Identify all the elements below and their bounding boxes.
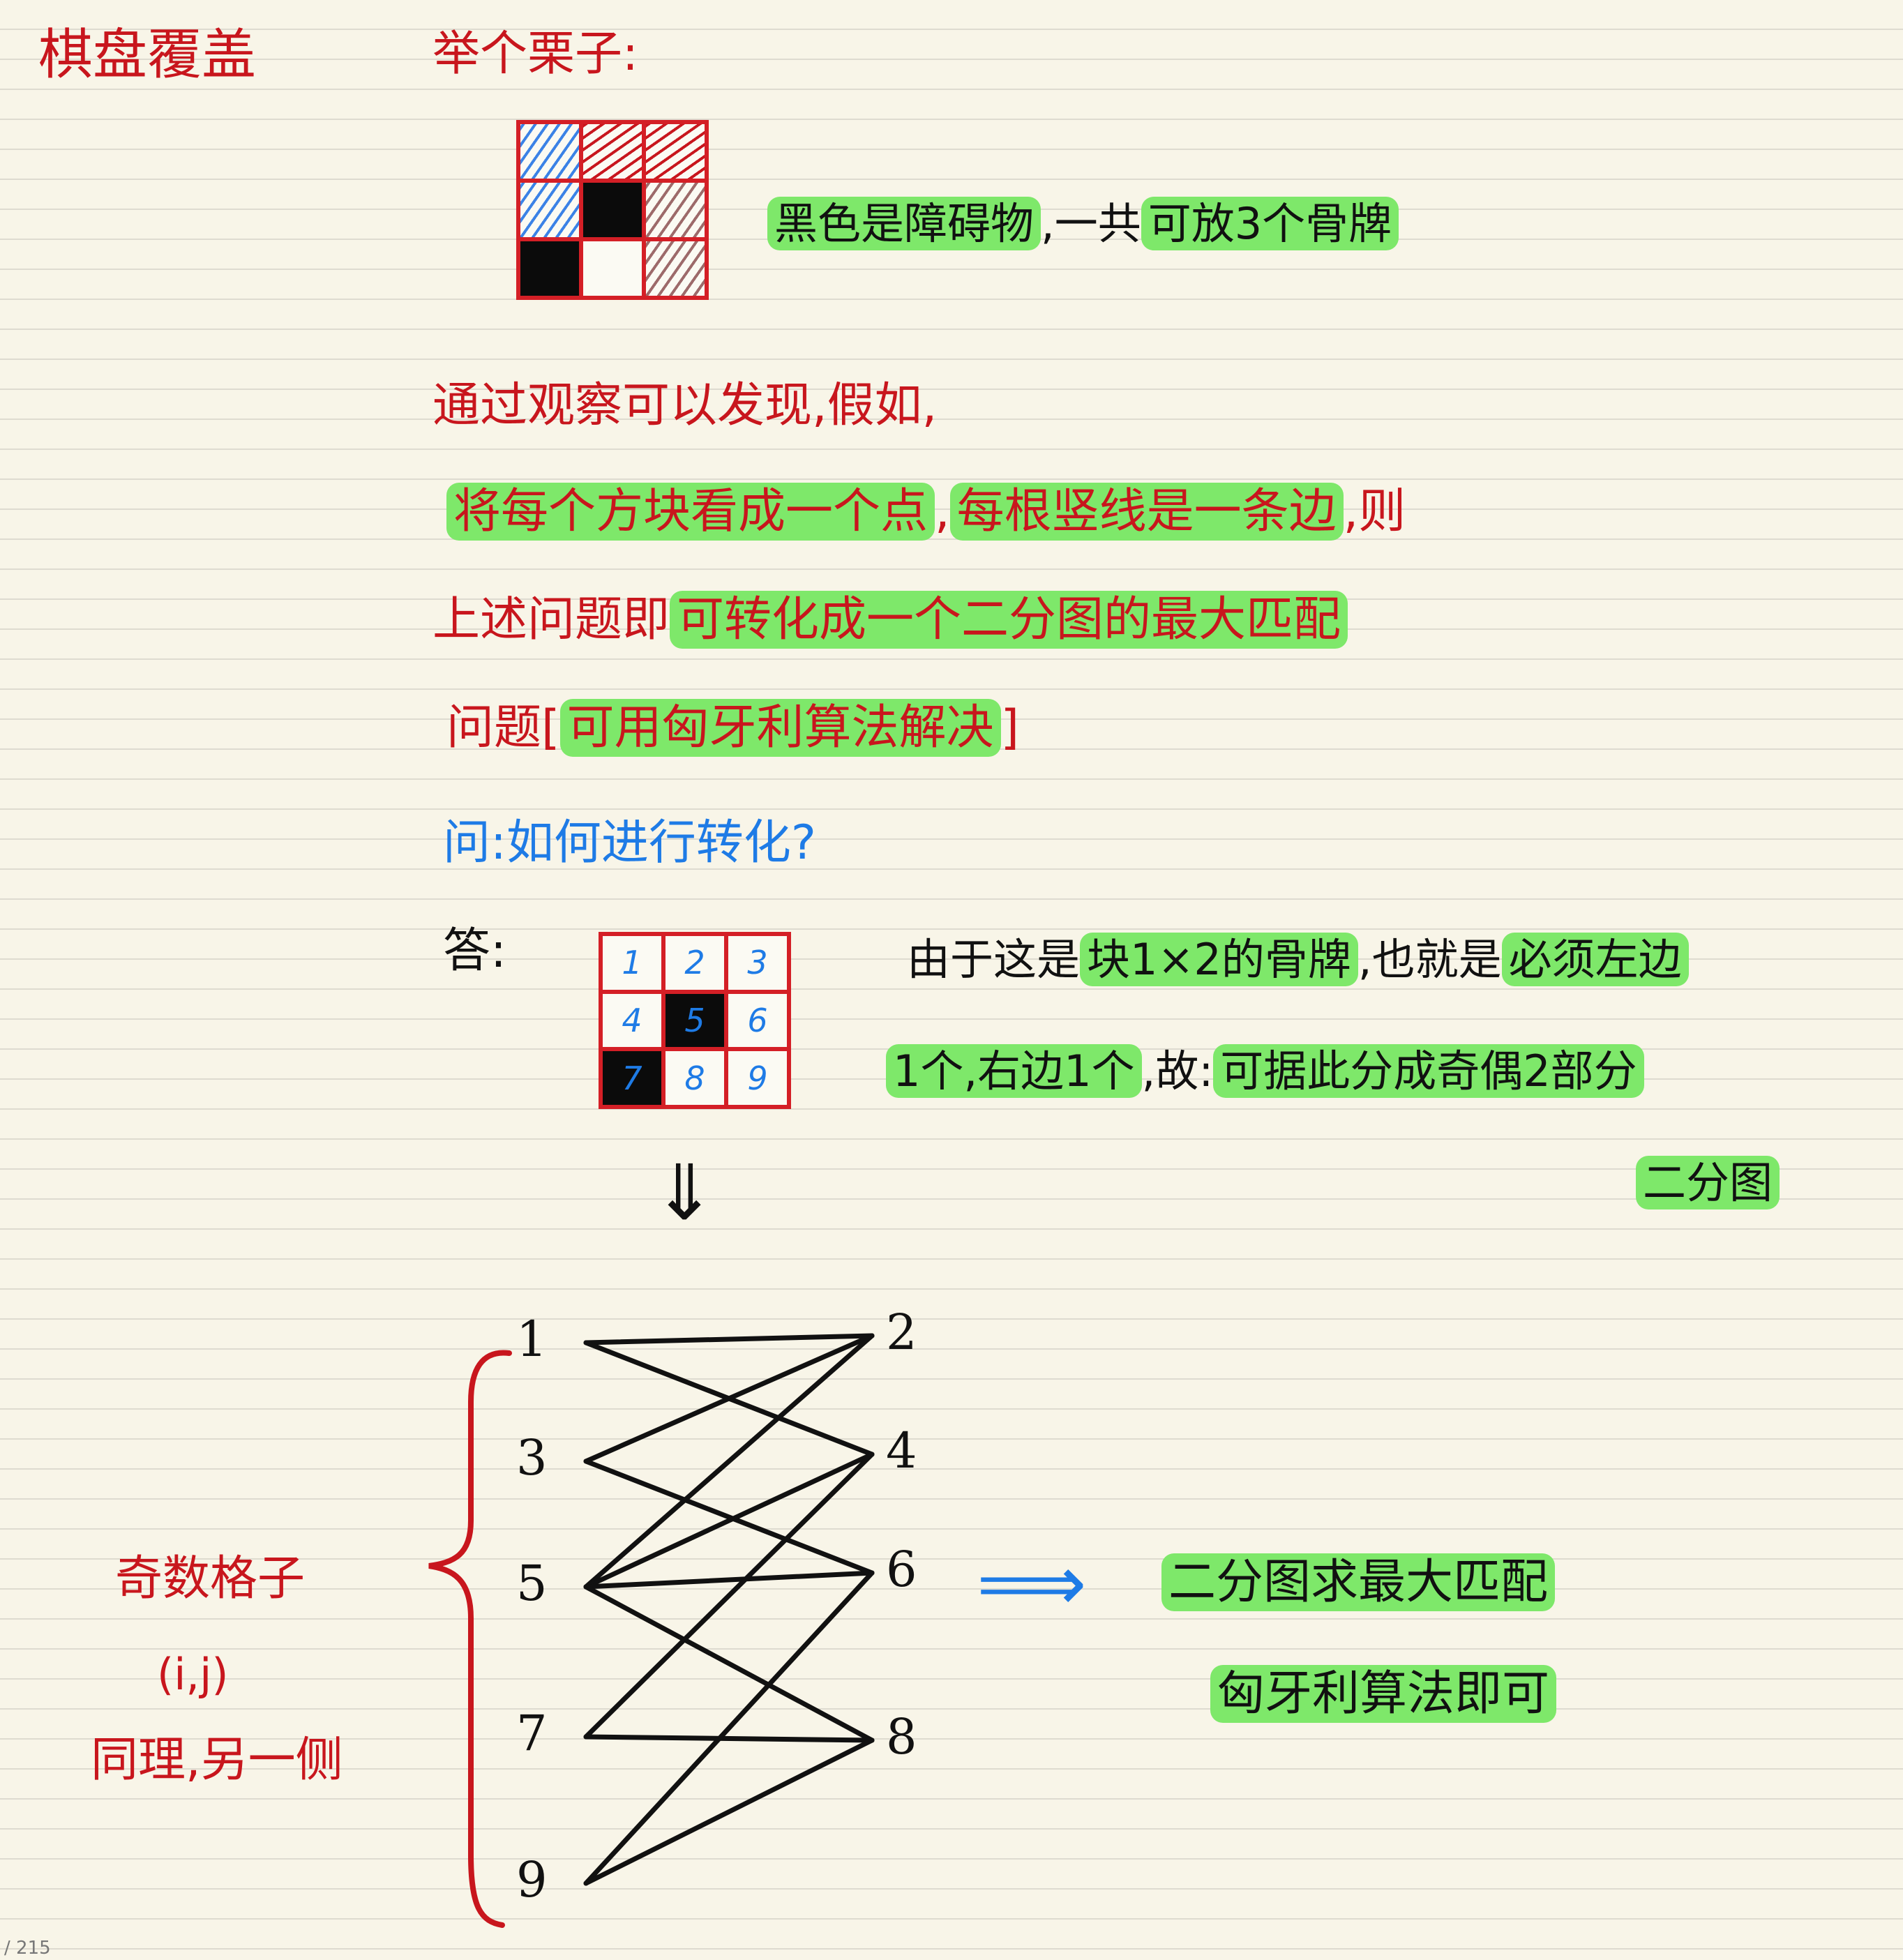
page-number: / 215 <box>4 1938 51 1959</box>
graph-node-6: 6 <box>886 1541 917 1598</box>
note-count: ,一共 <box>1041 198 1141 249</box>
down-arrow-icon: ⇓ <box>652 1148 717 1237</box>
graph-node-5: 5 <box>516 1555 548 1612</box>
para-line-4-end: ] <box>1000 700 1020 755</box>
board-cell <box>583 124 642 179</box>
board-cell <box>646 241 705 296</box>
left-note-2: (i,j) <box>157 1649 229 1700</box>
numbered-cell-3: 3 <box>728 936 787 990</box>
para-line-3-text: 上述问题即 <box>433 592 670 647</box>
explain-2b: ,故: <box>1141 1046 1214 1096</box>
explain-1b: 块1×2的骨牌 <box>1080 933 1358 986</box>
left-note-3: 同理,另一侧 <box>91 1733 343 1788</box>
example-label: 举个栗子: <box>433 27 638 82</box>
left-note-1: 奇数格子 <box>115 1551 306 1606</box>
explain-line-3: 二分图 <box>1636 1156 1780 1209</box>
para-line-4-hl: 可用匈牙利算法解决 <box>559 699 1001 757</box>
right-arrow-icon: ⟹ <box>977 1539 1087 1628</box>
numbered-cell-6: 6 <box>728 993 787 1048</box>
example-board <box>516 120 709 300</box>
result-line-1-hl: 二分图求最大匹配 <box>1161 1553 1556 1611</box>
numbered-cell-2: 2 <box>665 936 724 990</box>
para-line-2-sep: , <box>935 484 950 539</box>
para-line-3-hl: 可转化成一个二分图的最大匹配 <box>670 591 1348 649</box>
explain-1c: ,也就是 <box>1357 934 1502 985</box>
numbered-cell-4: 4 <box>603 993 661 1048</box>
board-cell <box>520 183 579 237</box>
result-line-1: 二分图求最大匹配 <box>1161 1553 1556 1611</box>
numbered-cell-5: 5 <box>665 993 724 1048</box>
para-line-2: 将每个方块看成一个点,每根竖线是一条边,则 <box>446 483 1406 541</box>
page-title: 棋盘覆盖 <box>38 24 257 86</box>
graph-edge-9-6 <box>583 1570 875 1886</box>
explain-2c: 可据此分成奇偶2部分 <box>1213 1044 1644 1098</box>
graph-node-3: 3 <box>516 1429 548 1486</box>
explain-1a: 由于这是 <box>907 934 1081 985</box>
question-text: 问:如何进行转化? <box>443 815 817 870</box>
numbered-cell-7: 7 <box>603 1051 661 1105</box>
answer-label: 答: <box>443 924 506 979</box>
graph-node-9: 9 <box>516 1851 548 1908</box>
graph-edge-7-8 <box>583 1734 875 1743</box>
para-line-4: 问题[可用匈牙利算法解决] <box>446 699 1019 757</box>
graph-edge-5-4 <box>583 1452 875 1590</box>
note-obstacle: 黑色是障碍物,一共可放3个骨牌 <box>767 197 1399 250</box>
graph-node-1: 1 <box>516 1311 548 1368</box>
result-line-2-hl: 匈牙利算法即可 <box>1210 1665 1557 1723</box>
explain-1d: 必须左边 <box>1501 933 1689 986</box>
graph-edge-3-2 <box>583 1333 875 1464</box>
graph-node-4: 4 <box>886 1422 917 1479</box>
explain-line-2: 1个,右边1个,故:可据此分成奇偶2部分 <box>886 1044 1644 1098</box>
para-line-2-end: ,则 <box>1343 484 1406 539</box>
board-cell <box>646 183 705 237</box>
graph-edge-5-6 <box>583 1570 875 1590</box>
para-line-4-text: 问题[ <box>446 700 560 755</box>
note-count-hl: 可放3个骨牌 <box>1141 197 1399 250</box>
graph-edge-3-6 <box>583 1458 875 1576</box>
graph-edge-5-2 <box>583 1333 875 1590</box>
result-line-2: 匈牙利算法即可 <box>1210 1665 1557 1723</box>
para-line-3: 上述问题即可转化成一个二分图的最大匹配 <box>433 591 1348 649</box>
graph-edge-1-2 <box>583 1333 875 1345</box>
left-brace <box>428 1350 512 1928</box>
board-cell <box>583 241 642 296</box>
explain-line-1: 由于这是块1×2的骨牌,也就是必须左边 <box>907 933 1689 986</box>
numbered-cell-9: 9 <box>728 1051 787 1105</box>
para-line-2-hl-a: 将每个方块看成一个点 <box>446 483 935 541</box>
board-cell <box>520 124 579 179</box>
graph-edge-5-8 <box>583 1584 875 1743</box>
numbered-cell-1: 1 <box>603 936 661 990</box>
graph-edge-7-4 <box>583 1452 875 1740</box>
graph-edge-9-8 <box>583 1737 875 1886</box>
note-obstacle-hl: 黑色是障碍物 <box>767 197 1041 250</box>
explain-2a: 1个,右边1个 <box>886 1044 1142 1098</box>
para-line-2-hl-b: 每根竖线是一条边 <box>949 483 1344 541</box>
graph-node-2: 2 <box>886 1304 917 1361</box>
board-cell <box>646 124 705 179</box>
explain-3-hl: 二分图 <box>1636 1156 1780 1209</box>
graph-node-8: 8 <box>886 1708 917 1765</box>
obstacle-cell <box>583 183 642 237</box>
numbered-cell-8: 8 <box>665 1051 724 1105</box>
graph-node-7: 7 <box>516 1705 548 1762</box>
para-line-1: 通过观察可以发现,假如, <box>433 378 938 433</box>
obstacle-cell <box>520 241 579 296</box>
